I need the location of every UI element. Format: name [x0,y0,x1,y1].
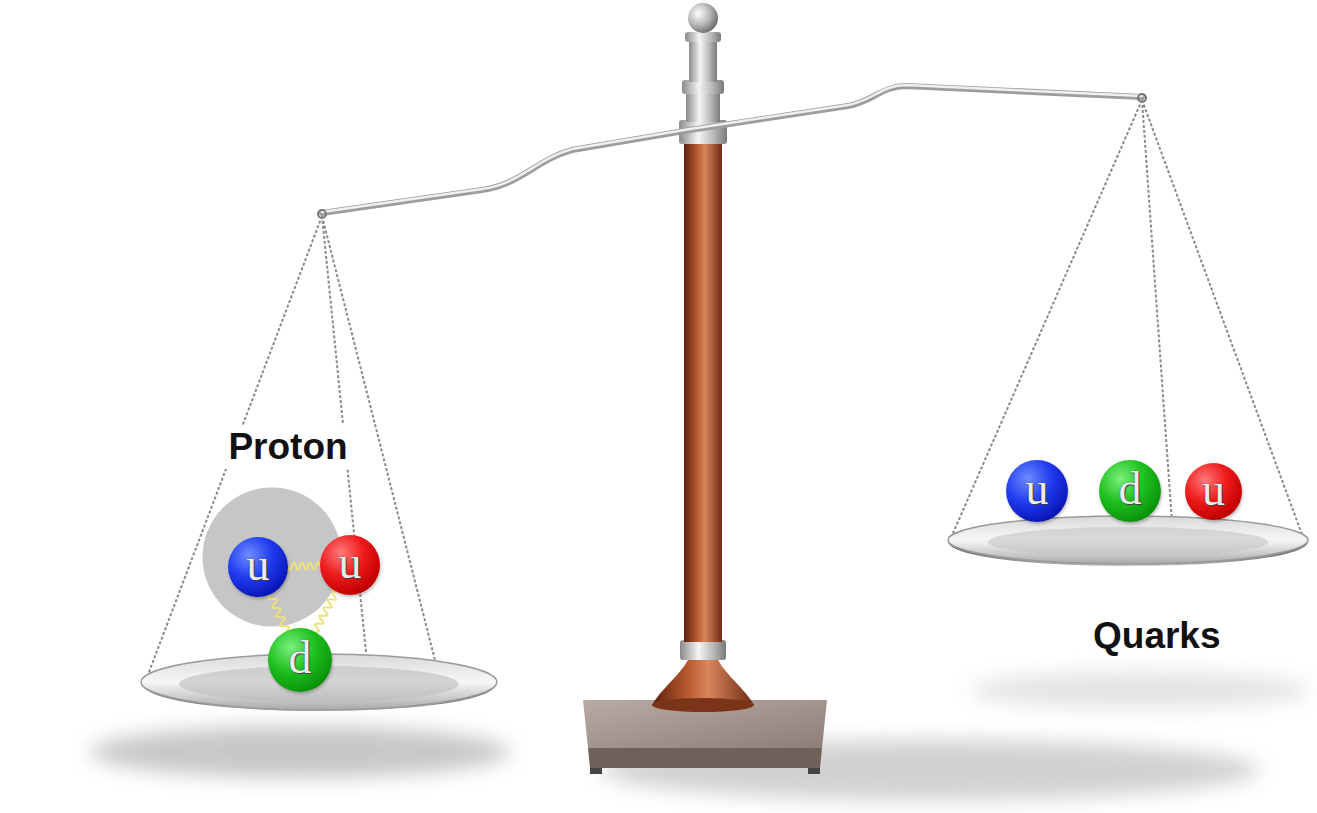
quark-letter: u [1202,467,1225,513]
gluon-line [288,562,320,570]
quark-letter: u [247,542,270,588]
gluon-wave [315,591,336,631]
gluon-wave [268,594,289,631]
quark-letter: u [1026,466,1049,512]
proton-node: Protonuud [200,425,376,469]
gluon-line [315,591,336,631]
quark-letter: u [339,540,362,586]
quark-ball: u [1185,463,1242,520]
gluon-wave [288,562,320,570]
gluon-line [268,594,289,631]
quark-ball: d [268,628,332,692]
node-heading: Proton [225,425,350,469]
quark-letter: d [1119,466,1142,512]
quark-ball: u [1006,460,1068,522]
quark-ball: u [320,535,380,595]
quark-ball: u [228,537,288,597]
quark-letter: d [289,635,312,681]
quark-ball: d [1099,460,1161,522]
group-label: Quarks [1093,614,1221,658]
